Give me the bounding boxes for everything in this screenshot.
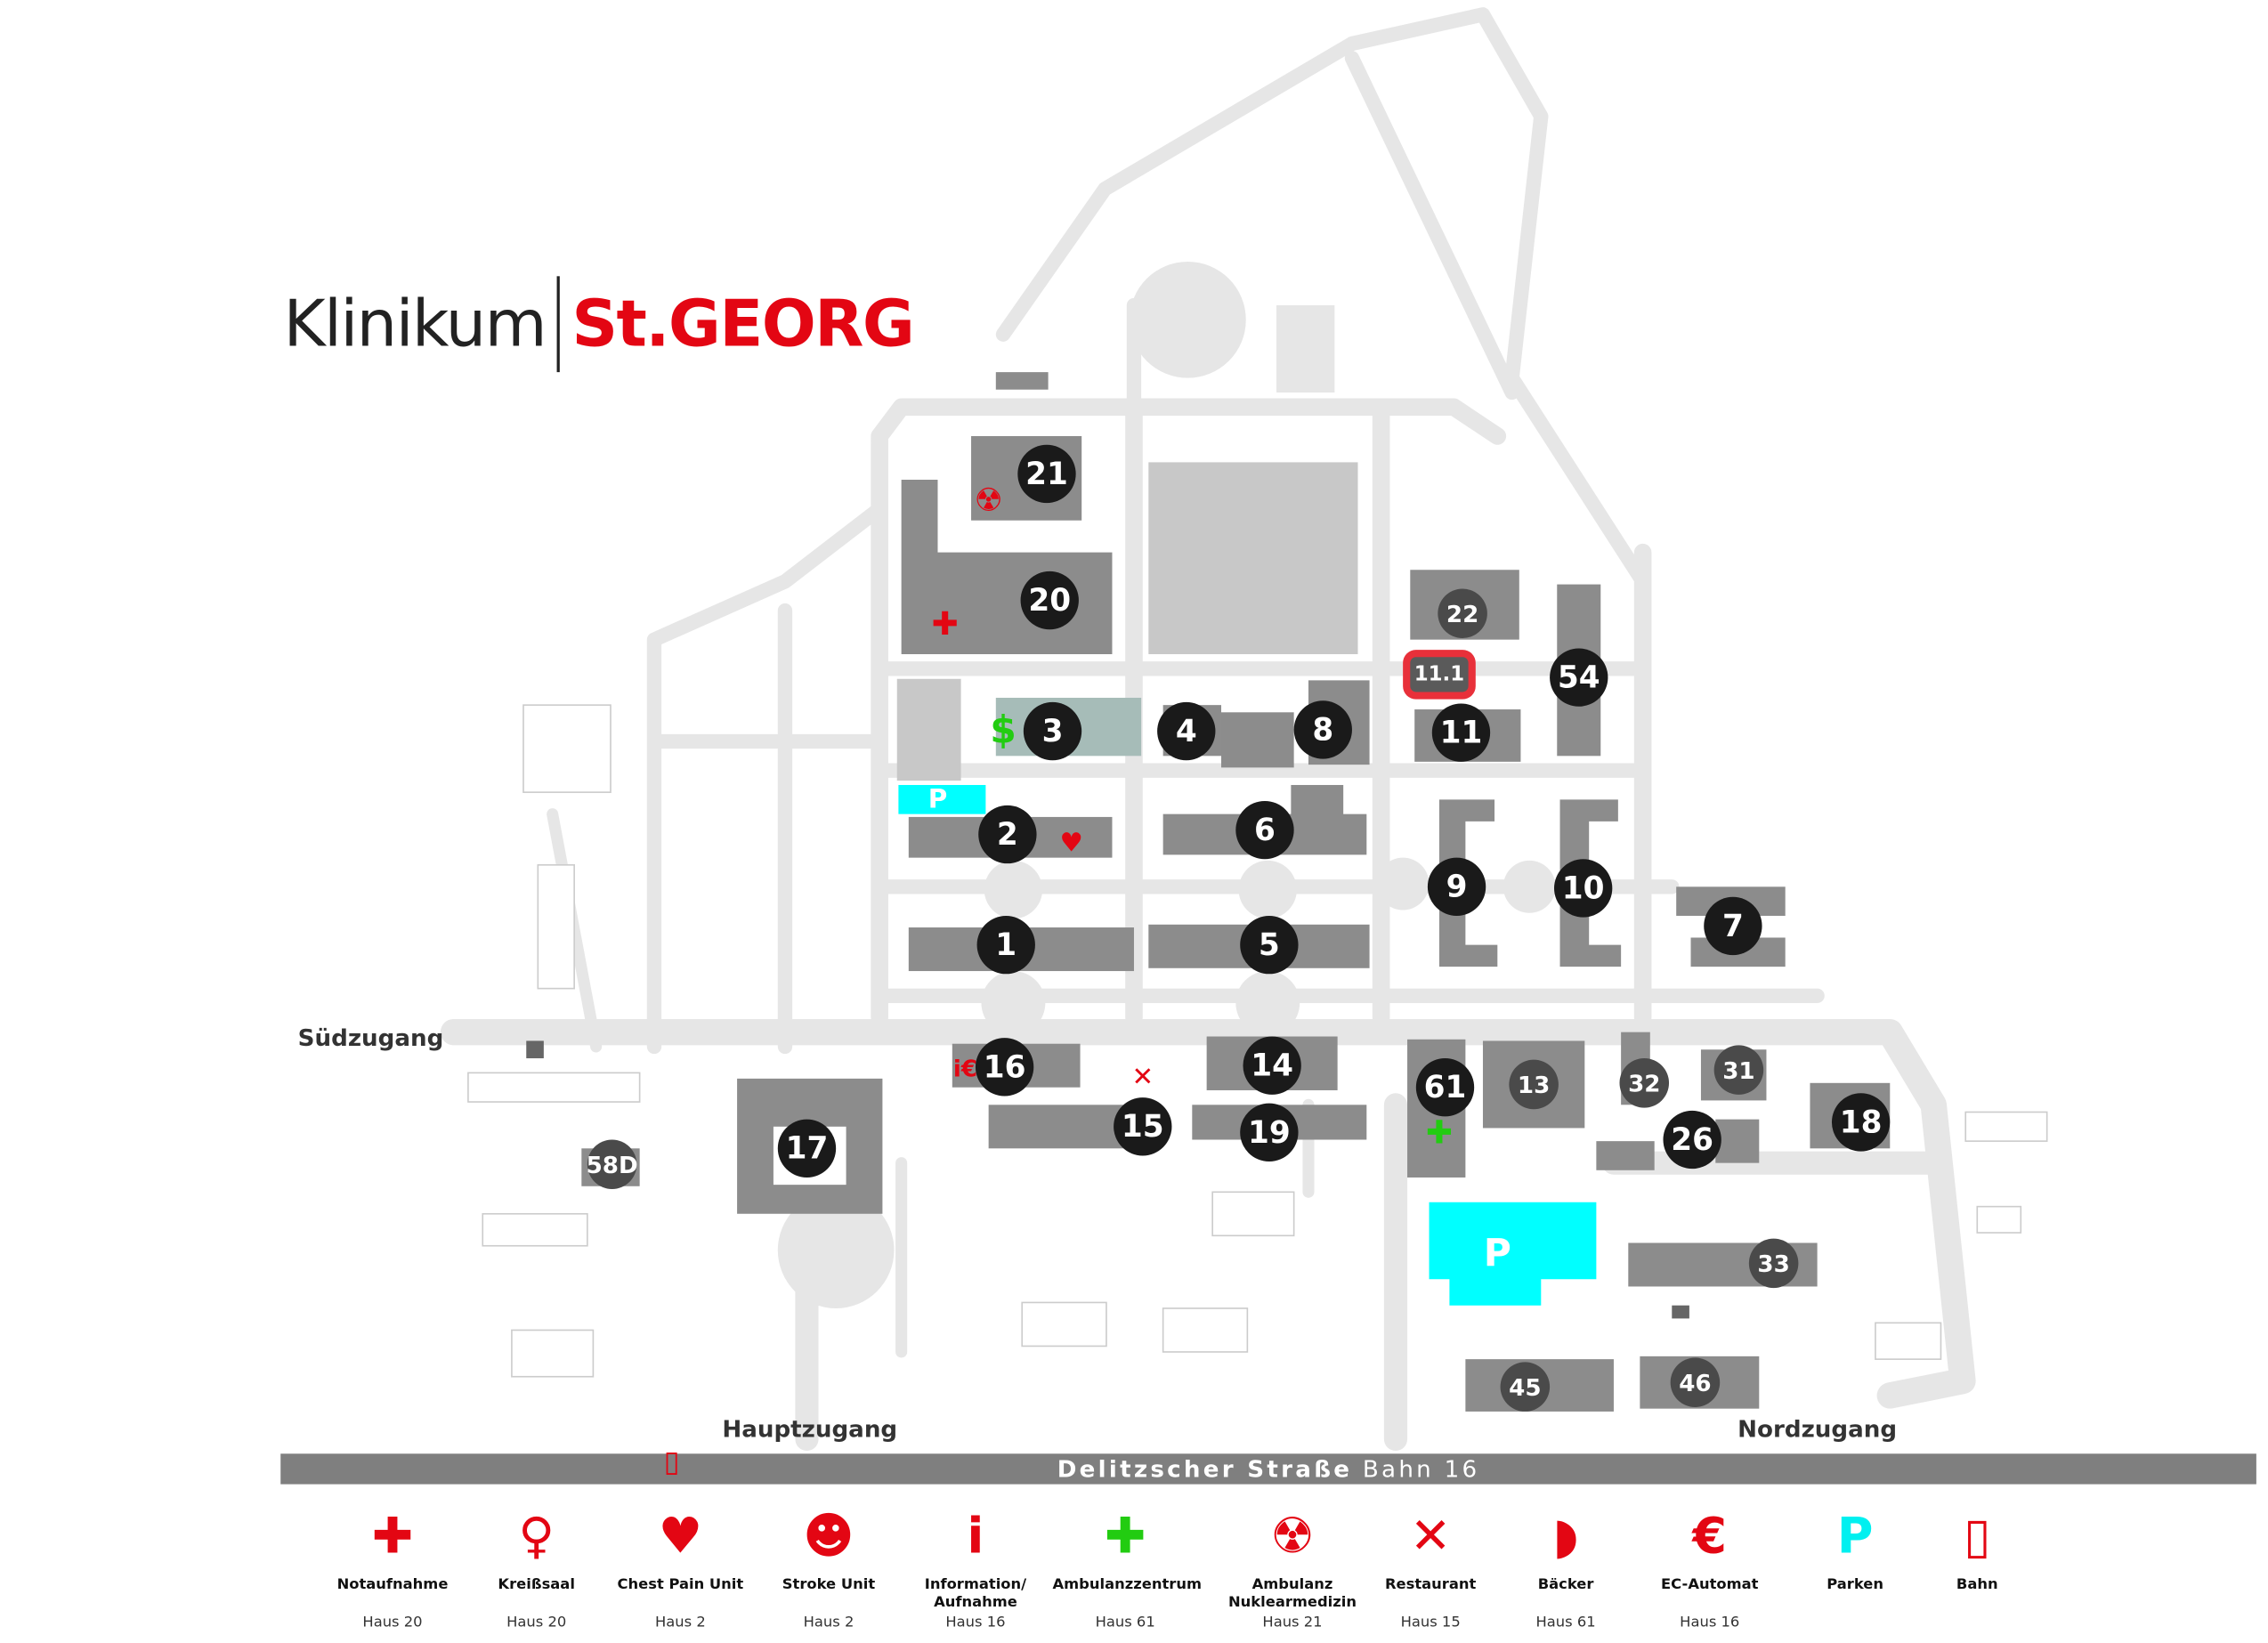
building-58d[interactable]: 58D bbox=[587, 1139, 638, 1190]
caduceus-icon: $ bbox=[990, 709, 1017, 754]
radiation-icon: ☢ bbox=[1270, 1507, 1315, 1566]
building-18[interactable]: 18 bbox=[1831, 1093, 1891, 1152]
building-45[interactable]: 45 bbox=[1500, 1362, 1551, 1412]
street-bar: Delitzscher Straße Bahn 16 bbox=[280, 1453, 2256, 1485]
building-17[interactable]: 17 bbox=[777, 1119, 837, 1178]
euro-icon: € bbox=[1692, 1507, 1728, 1566]
building-13[interactable]: 13 bbox=[1509, 1059, 1559, 1110]
gate-south: Südzugang bbox=[297, 1024, 444, 1052]
building-31[interactable]: 31 bbox=[1713, 1045, 1764, 1095]
building-20[interactable]: 20 bbox=[1020, 571, 1079, 630]
radiation-icon: ☢ bbox=[974, 483, 1003, 520]
pacifier-icon: ♀ bbox=[518, 1507, 555, 1566]
info-icon: i€ bbox=[952, 1054, 978, 1082]
cutlery-icon: ✕ bbox=[1131, 1062, 1154, 1093]
building-9[interactable]: 9 bbox=[1427, 857, 1486, 916]
green-cross-icon: ✚ bbox=[1104, 1507, 1146, 1566]
building-8[interactable]: 8 bbox=[1293, 700, 1352, 759]
building-46[interactable]: 46 bbox=[1670, 1357, 1721, 1408]
bread-icon: ◗ bbox=[1552, 1507, 1579, 1566]
building-3[interactable]: 3 bbox=[1023, 701, 1082, 761]
building-4[interactable]: 4 bbox=[1157, 701, 1216, 761]
building-61[interactable]: 61 bbox=[1415, 1058, 1475, 1117]
building-14[interactable]: 14 bbox=[1243, 1036, 1301, 1095]
building-15[interactable]: 15 bbox=[1114, 1097, 1172, 1156]
building-2[interactable]: 2 bbox=[978, 805, 1037, 864]
parking-marker: P bbox=[1483, 1233, 1511, 1277]
building-11-1[interactable]: 11.1 bbox=[1410, 657, 1469, 692]
building-5[interactable]: 5 bbox=[1240, 915, 1299, 975]
gate-main: Hauptzugang bbox=[722, 1415, 898, 1444]
building-1[interactable]: 1 bbox=[976, 915, 1035, 975]
building-22[interactable]: 22 bbox=[1438, 588, 1487, 639]
building-16[interactable]: 16 bbox=[975, 1038, 1034, 1097]
info-icon: i bbox=[967, 1507, 984, 1566]
head-icon: ☻ bbox=[803, 1507, 855, 1566]
cutlery-icon: ✕ bbox=[1409, 1507, 1452, 1566]
building-33[interactable]: 33 bbox=[1748, 1238, 1799, 1289]
building-32[interactable]: 32 bbox=[1619, 1058, 1670, 1108]
legend-item: ▯Bahn bbox=[1905, 1504, 2050, 1615]
building-54[interactable]: 54 bbox=[1550, 648, 1608, 707]
tram-icon: ▯ bbox=[1964, 1507, 1991, 1566]
building-19[interactable]: 19 bbox=[1240, 1103, 1299, 1162]
cross-icon: ✚ bbox=[371, 1507, 414, 1566]
building-11[interactable]: 11 bbox=[1431, 703, 1491, 762]
building-6[interactable]: 6 bbox=[1235, 800, 1294, 860]
cross-icon: ✚ bbox=[931, 606, 959, 643]
green-cross-icon: ✚ bbox=[1425, 1115, 1454, 1153]
building-7[interactable]: 7 bbox=[1704, 896, 1762, 956]
gate-north: Nordzugang bbox=[1737, 1415, 1898, 1444]
heart-icon: ♥ bbox=[1059, 828, 1083, 859]
building-26[interactable]: 26 bbox=[1663, 1110, 1721, 1170]
building-10[interactable]: 10 bbox=[1553, 859, 1613, 918]
parking-marker-small: P bbox=[927, 784, 948, 815]
heart-icon: ♥ bbox=[658, 1507, 703, 1566]
tram-stop-icon: ▯ bbox=[663, 1443, 680, 1479]
parking-icon: P bbox=[1836, 1507, 1874, 1566]
building-21[interactable]: 21 bbox=[1017, 444, 1076, 504]
